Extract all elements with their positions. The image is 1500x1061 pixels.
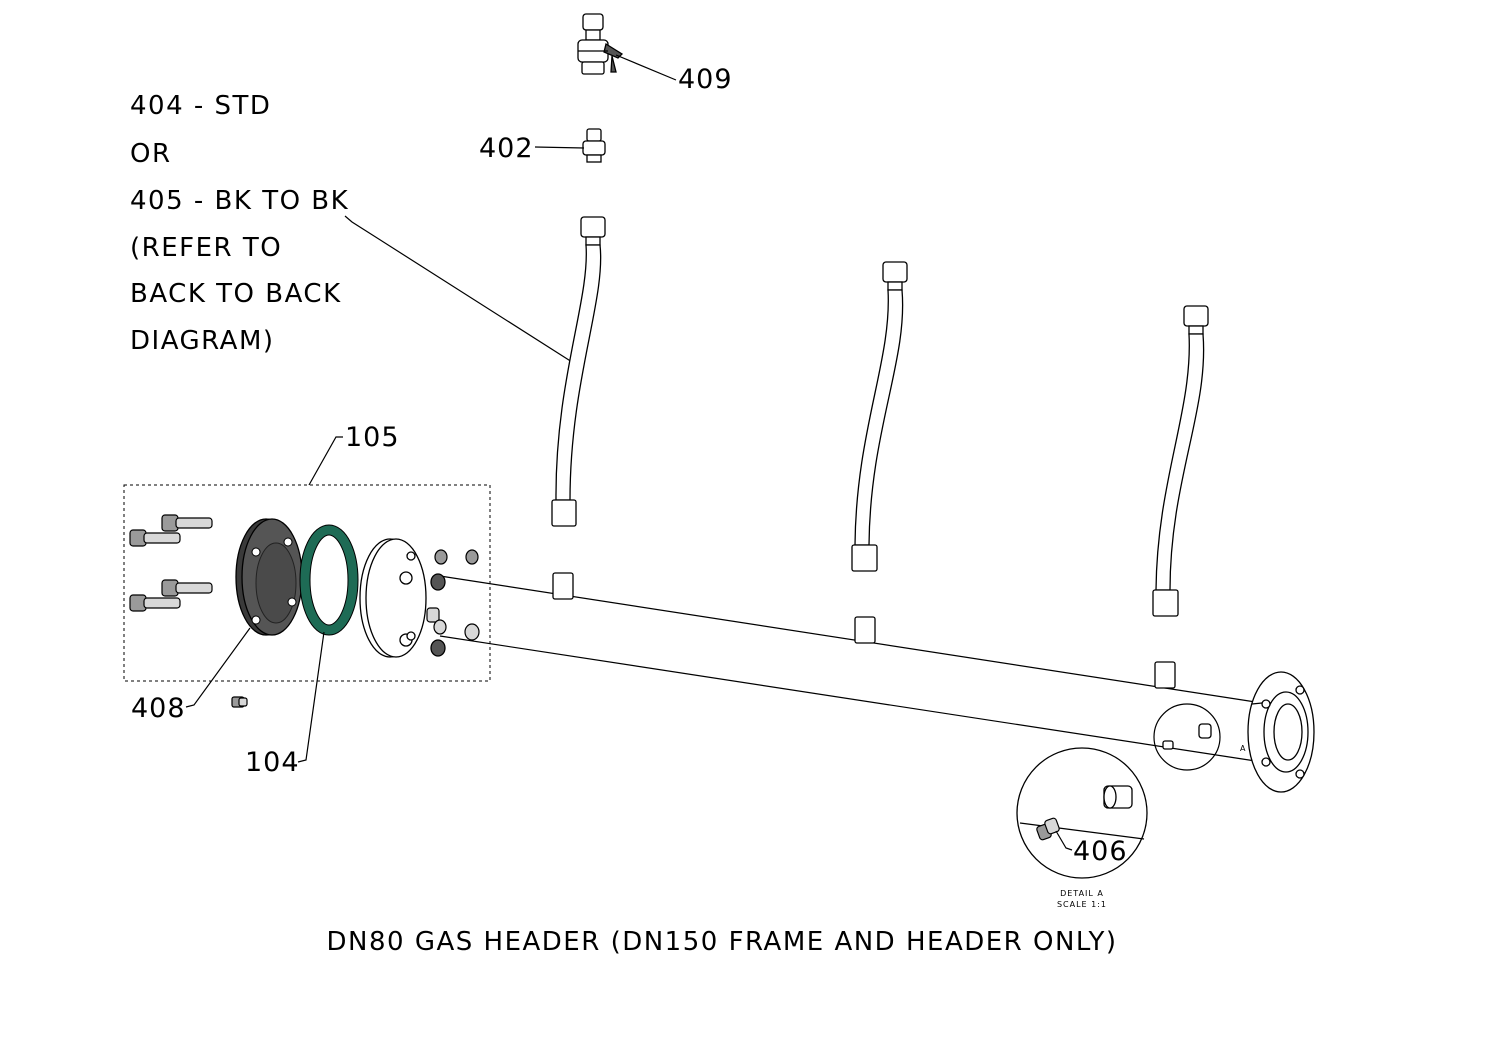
- header-socket-2: [854, 616, 876, 644]
- header-socket-3: [1154, 661, 1176, 689]
- detail-a-title: DETAIL A: [1060, 889, 1104, 898]
- kit-105-boundary: [123, 484, 491, 682]
- leader-105: [308, 436, 343, 486]
- header-socket-1: [552, 572, 574, 600]
- callout-402: 402: [479, 133, 534, 164]
- bolt-1: [161, 514, 213, 532]
- detail-a-scale: SCALE 1:1: [1057, 900, 1107, 909]
- callout-409: 409: [678, 64, 733, 95]
- detail-a-marker: A: [1153, 703, 1246, 771]
- note-line-3: 405 - BK TO BK: [130, 186, 349, 216]
- nut-washer-set: [426, 549, 480, 657]
- leader-409: [615, 54, 677, 81]
- diagram-caption: DN80 GAS HEADER (DN150 FRAME AND HEADER …: [327, 927, 1118, 957]
- hose-note: 404 - STD OR 405 - BK TO BK (REFER TO BA…: [130, 91, 349, 356]
- loose-plug: [231, 696, 248, 708]
- gasket: [299, 524, 359, 636]
- leader-402: [534, 146, 585, 149]
- callout-408: 408: [131, 693, 186, 724]
- note-leader-line: [344, 215, 573, 363]
- flexible-hose-3: [1152, 305, 1209, 617]
- gas-header-pipe: [439, 572, 1315, 793]
- note-line-5: BACK TO BACK: [130, 279, 342, 309]
- bolt-3: [161, 579, 213, 597]
- flexible-hose-2: [851, 261, 908, 572]
- callout-406: 406: [1073, 836, 1128, 867]
- detail-a-tag: A: [1240, 744, 1246, 753]
- flexible-hose-1: [551, 216, 606, 527]
- ball-valve: [577, 13, 624, 75]
- leader-406: [1055, 830, 1073, 851]
- detail-a-view: [1016, 747, 1148, 879]
- leader-408: [185, 627, 251, 708]
- mating-flange: [359, 538, 427, 658]
- note-line-4: (REFER TO: [130, 233, 282, 263]
- adaptor-fitting: [582, 128, 606, 163]
- note-line-1: 404 - STD: [130, 91, 271, 121]
- bolt-2: [129, 529, 181, 547]
- callout-105: 105: [345, 422, 400, 453]
- bolt-set: [129, 514, 213, 612]
- note-line-6: DIAGRAM): [130, 326, 275, 356]
- pressure-test-nipple: [1036, 817, 1060, 841]
- bolt-4: [129, 594, 181, 612]
- blank-flange: [235, 518, 303, 636]
- callout-104: 104: [245, 747, 300, 778]
- note-line-2: OR: [130, 139, 172, 169]
- leader-104: [297, 631, 325, 763]
